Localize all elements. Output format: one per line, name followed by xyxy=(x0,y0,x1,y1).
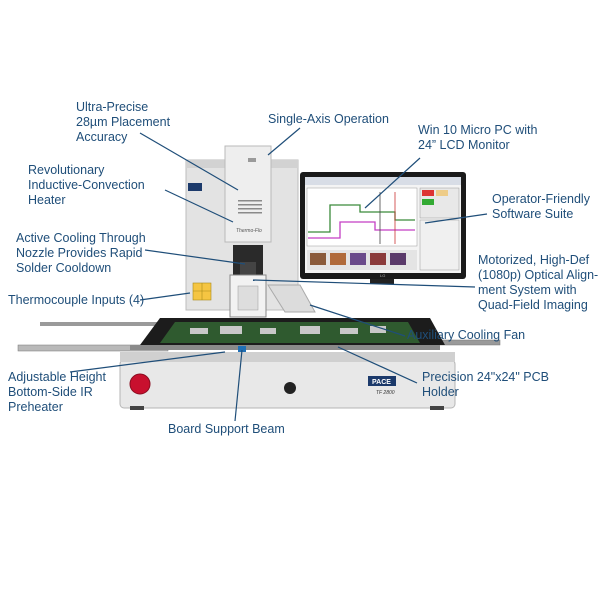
callout-pcb-holder: Precision 24"x24" PCB Holder xyxy=(422,370,549,399)
brand-badge-top xyxy=(188,183,202,191)
thermocouple-ports xyxy=(192,282,212,301)
heater-head: Thermo-Flo xyxy=(224,145,272,243)
head-logo-text: Thermo-Flo xyxy=(236,228,262,234)
callout-aux-fan: Auxiliary Cooling Fan xyxy=(407,328,526,342)
auxiliary-cooling-fan xyxy=(267,284,316,313)
callout-single-axis: Single-Axis Operation xyxy=(268,112,389,126)
brand-name: PACE xyxy=(372,379,391,386)
callout-heater: Revolutionary Inductive-Convection Heate… xyxy=(28,163,145,207)
callout-optical-alignment: Motorized, High-Def (1080p) Optical Alig… xyxy=(478,253,599,312)
callout-nozzle-cooling: Active Cooling Through Nozzle Provides R… xyxy=(16,231,146,275)
lcd-monitor: LG xyxy=(300,172,466,284)
callout-placement-accuracy: Ultra-Precise 28µm Placement Accuracy xyxy=(76,100,171,144)
rework-station: Thermo-Flo xyxy=(185,145,316,318)
software-screen xyxy=(305,177,461,271)
callout-support-beam: Board Support Beam xyxy=(168,422,285,436)
monitor-brand: LG xyxy=(380,273,385,278)
callout-preheater: Adjustable Height Bottom-Side IR Preheat… xyxy=(8,370,106,414)
base-assembly: PACE TF 2800 xyxy=(17,318,501,410)
callout-software: Operator-Friendly Software Suite xyxy=(492,192,590,221)
callout-thermocouple: Thermocouple Inputs (4) xyxy=(8,293,145,307)
brand-badge xyxy=(368,376,396,386)
height-adjust-knob[interactable] xyxy=(284,382,296,394)
callout-micro-pc: Win 10 Micro PC with 24” LCD Monitor xyxy=(418,123,538,152)
model-name: TF 2800 xyxy=(376,390,395,396)
emergency-stop-button[interactable] xyxy=(129,373,151,395)
board-support-beam xyxy=(130,345,440,350)
leader-lines xyxy=(69,127,488,422)
